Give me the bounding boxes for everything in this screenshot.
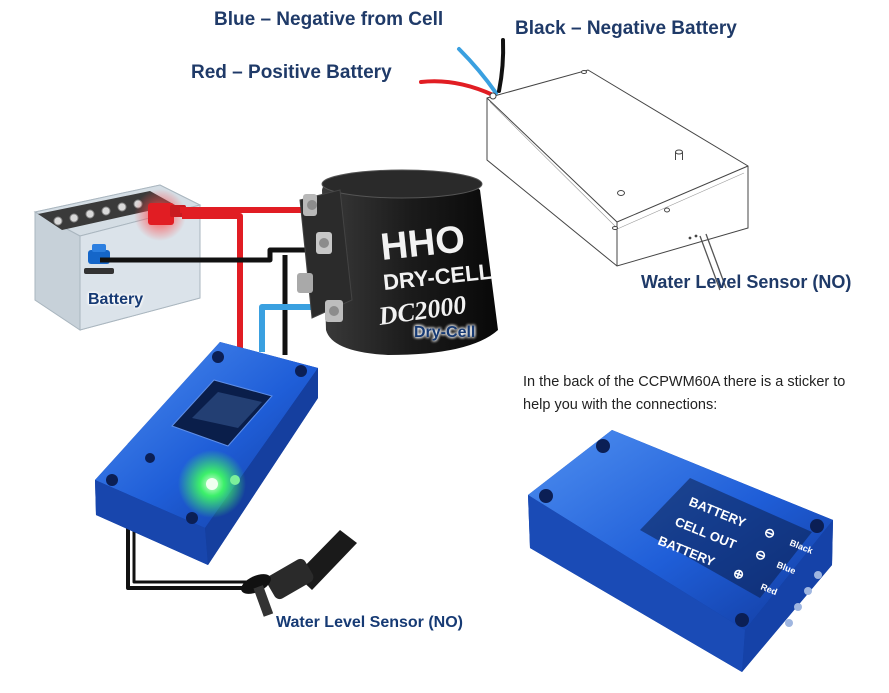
drycell-photo: HHO DRY-CELL DC2000 — [297, 169, 498, 355]
controller-back-photo — [528, 430, 833, 672]
controller-photo — [95, 342, 318, 565]
main-wires — [100, 207, 325, 590]
sticker-symbol-2: ⊖ — [753, 546, 769, 564]
red-wire-label: Red – Positive Battery — [191, 62, 392, 83]
water-level-sensor-label-top: Water Level Sensor (NO) — [641, 272, 852, 292]
drycell-brand: HHO — [379, 218, 467, 269]
battery-label: Battery — [88, 291, 144, 308]
dry-cell-label: Dry-Cell — [414, 324, 476, 341]
sticker-symbol-3: ⊕ — [731, 565, 747, 583]
sticker-note: In the back of the CCPWM60A there is a s… — [523, 374, 846, 413]
sticker-symbol-1: ⊖ — [762, 524, 778, 542]
float-sensor-photo — [241, 530, 357, 617]
top-wires — [419, 38, 506, 100]
water-level-sensor-label-bottom: Water Level Sensor (NO) — [276, 614, 464, 631]
blue-wire-label: Blue – Negative from Cell — [214, 9, 444, 30]
black-wire-label: Black – Negative Battery — [515, 18, 737, 39]
controller-line-drawing — [486, 69, 749, 291]
